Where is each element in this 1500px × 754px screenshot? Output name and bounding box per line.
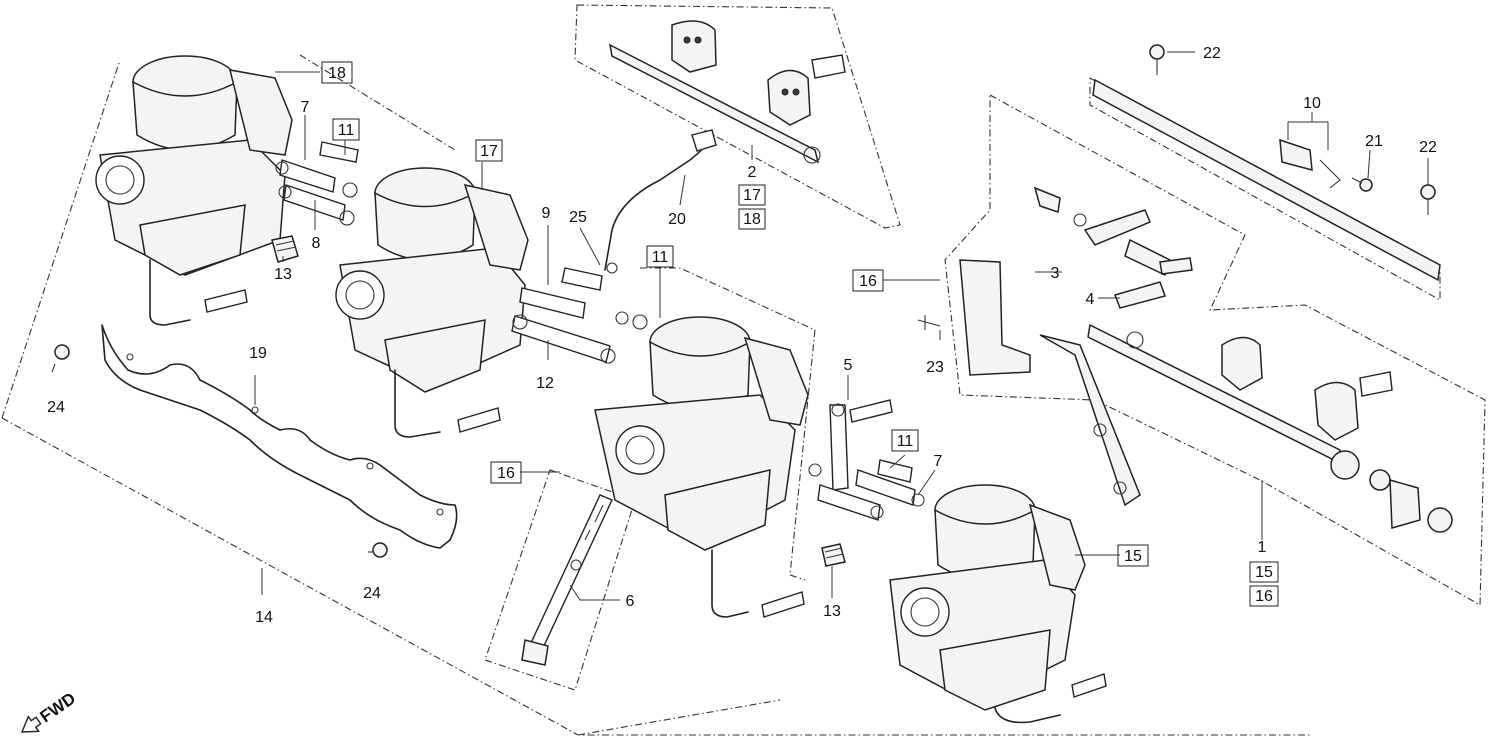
callout-20: 20 <box>668 211 686 228</box>
choke-bracket-boundary <box>944 94 1486 606</box>
pipe-assembly-boundary <box>484 469 636 691</box>
callout-15: 15 <box>1124 548 1142 565</box>
carburetor-3 <box>594 316 809 618</box>
callout-23: 23 <box>926 359 944 376</box>
callout-25: 25 <box>569 209 587 226</box>
fuel-joint-set-left <box>275 141 359 226</box>
callout-15: 15 <box>1255 564 1273 581</box>
callout-18: 18 <box>743 211 761 228</box>
callout-10: 10 <box>1303 95 1321 112</box>
fuel-joint-set-center <box>511 129 717 364</box>
callout-3: 3 <box>1051 265 1060 282</box>
callout-16: 16 <box>859 273 877 290</box>
callout-9: 9 <box>542 205 551 222</box>
fwd-label: FWD <box>36 689 79 727</box>
callout-22: 22 <box>1419 139 1437 156</box>
forward-direction-marker: FWD <box>20 689 79 733</box>
drain-plug-right <box>821 543 846 567</box>
carburetor-1 <box>95 55 293 326</box>
callout-13: 13 <box>274 266 292 283</box>
throttle-link-arm <box>608 20 846 164</box>
callout-8: 8 <box>312 235 321 252</box>
callout-12: 12 <box>536 375 554 392</box>
callout-labels: 18 7 11 8 13 17 9 25 20 11 12 2 17 18 16… <box>47 45 1437 626</box>
callout-6: 6 <box>626 593 635 610</box>
callout-11: 11 <box>897 433 914 450</box>
choke-link-arm <box>1087 323 1453 533</box>
drain-plug-left <box>271 235 299 263</box>
screw-bottom <box>368 542 388 558</box>
callout-17: 17 <box>743 187 761 204</box>
callout-19: 19 <box>249 345 267 362</box>
arrow-left-icon <box>20 715 42 733</box>
screw-left <box>51 344 70 373</box>
callout-16: 16 <box>497 465 515 482</box>
throttle-shaft <box>1092 44 1441 282</box>
callout-24: 24 <box>47 399 65 416</box>
callout-16: 16 <box>1255 588 1273 605</box>
callout-24: 24 <box>363 585 381 602</box>
drain-pipe <box>521 494 613 666</box>
callout-13: 13 <box>823 603 841 620</box>
callout-18: 18 <box>328 65 346 82</box>
callout-7: 7 <box>934 453 943 470</box>
callout-11: 11 <box>652 249 669 266</box>
carburetor-4 <box>889 484 1107 724</box>
callout-21: 21 <box>1365 133 1383 150</box>
throttle-linkage-boundary <box>574 4 901 229</box>
callout-22: 22 <box>1203 45 1221 62</box>
callout-2: 2 <box>748 164 757 181</box>
joint-assembly-boundary <box>640 267 816 581</box>
fuel-joint-set-right <box>808 399 925 521</box>
callout-4: 4 <box>1086 291 1095 308</box>
assembly-boundary <box>1 54 1310 736</box>
choke-holder-bracket <box>917 259 1141 507</box>
carburetor-2 <box>335 167 529 438</box>
callout-7: 7 <box>301 99 310 116</box>
callout-14: 14 <box>255 609 273 626</box>
callout-17: 17 <box>480 143 498 160</box>
leader-lines <box>254 51 1429 601</box>
callout-1: 1 <box>1258 539 1267 556</box>
carburetor-holder-plate <box>101 324 458 549</box>
callout-11: 11 <box>338 122 355 139</box>
choke-bracket <box>1033 186 1193 309</box>
callout-5: 5 <box>844 357 853 374</box>
